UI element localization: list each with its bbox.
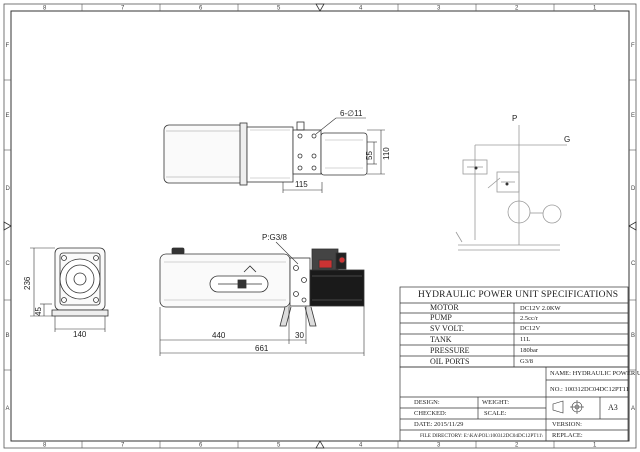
schematic-label-g: G (564, 135, 570, 144)
file-directory: FILE DIRECTORY: E:\KA\POL\100312DC04DC12… (420, 433, 543, 439)
front-view (159, 247, 365, 327)
row-mark-d-right: D (631, 186, 636, 192)
center-mark-left (3, 221, 12, 231)
spec-value-oil-ports: G3/8 (520, 358, 533, 365)
spec-table-title: HYDRAULIC POWER UNIT SPECIFICATIONS (418, 290, 619, 300)
top-holes-dimension: 6-∅11 (340, 109, 363, 118)
spec-label-pump: PUMP (430, 313, 452, 322)
col-mark-4: 4 (359, 6, 363, 12)
hydraulic-schematic (455, 125, 567, 251)
col-mark-2: 2 (515, 6, 519, 12)
side-width-dimension: 140 (73, 330, 87, 339)
title-block-grid (399, 366, 629, 442)
front-tank-dimension: 440 (212, 331, 226, 340)
col-mark-6: 6 (199, 6, 203, 12)
row-mark-f: F (6, 43, 10, 49)
top-view (163, 121, 368, 186)
row-mark-a: A (6, 406, 10, 412)
row-mark-c: C (6, 261, 11, 267)
col-mark-1: 1 (593, 6, 597, 12)
drawing-number: NO.: 100312DC04DC12PT11 (550, 386, 629, 393)
side-view-dimensions (30, 247, 106, 332)
checked-label: CHECKED: (414, 410, 447, 417)
top-height-outer-dimension: 110 (382, 147, 391, 160)
row-mark-e-right: E (631, 113, 635, 119)
drawing-date: DATE: 2015/11/29 (414, 421, 464, 428)
port-dimension: P:G3/8 (262, 233, 287, 242)
col-mark-8: 8 (43, 6, 47, 12)
center-mark-right (628, 221, 637, 231)
side-base-dimension: 45 (34, 307, 43, 316)
row-mark-a-right: A (631, 406, 635, 412)
spec-label-sv-volt: SV VOLT. (430, 323, 464, 333)
replace-label: REPLACE: (552, 432, 583, 439)
spec-label-tank: TANK (430, 334, 452, 344)
side-view (51, 247, 109, 317)
col-mark-1-bottom: 1 (593, 443, 597, 449)
top-view-dimensions (282, 117, 385, 193)
spec-value-pump: 2.5cc/r (520, 314, 538, 322)
row-mark-b-right: B (631, 333, 635, 339)
col-mark-3: 3 (437, 6, 441, 12)
spec-value-sv-volt: DC12V (520, 325, 541, 332)
version-label: VERSION: (552, 421, 582, 428)
front-view-dimensions (159, 241, 365, 356)
row-mark-f-right: F (631, 43, 635, 49)
spec-value-motor: DC12V 2.0KW (520, 304, 561, 312)
col-mark-5-bottom: 5 (277, 443, 281, 449)
sheet-size: A3 (608, 403, 618, 412)
schematic-label-p: P (512, 114, 517, 123)
scale-label: SCALE: (484, 410, 507, 417)
col-mark-6-bottom: 6 (199, 443, 203, 449)
weight-label: WEIGHT: (482, 399, 510, 406)
center-mark-bottom (315, 440, 325, 449)
spec-label-motor: MOTOR (430, 303, 459, 312)
drawing-name: NAME: HYDRAULIC POWER UNIT (550, 370, 640, 377)
row-mark-c-right: C (631, 261, 636, 267)
top-height-inner-dimension: 55 (365, 151, 374, 160)
center-mark-top (315, 3, 325, 12)
col-mark-7-bottom: 7 (121, 443, 125, 449)
col-mark-8-bottom: 8 (43, 443, 47, 449)
schematic-marks (474, 166, 509, 186)
spec-value-tank: 11L (520, 336, 531, 343)
col-mark-4-bottom: 4 (359, 443, 363, 449)
row-mark-b: B (6, 333, 10, 339)
col-mark-3-bottom: 3 (437, 443, 441, 449)
row-mark-d: D (6, 186, 11, 192)
col-mark-5: 5 (277, 6, 281, 12)
top-width-dimension: 115 (295, 180, 308, 189)
front-leg-dimension: 30 (295, 331, 304, 340)
side-height-dimension: 236 (23, 276, 32, 290)
spec-value-pressure: 180bar (520, 347, 539, 354)
design-label: DESIGN: (414, 399, 440, 406)
col-mark-7: 7 (121, 6, 125, 12)
spec-label-pressure: PRESSURE (430, 345, 470, 355)
front-overall-dimension: 661 (255, 344, 269, 353)
row-mark-e: E (6, 113, 10, 119)
projection-symbol (552, 400, 584, 414)
spec-label-oil-ports: OIL PORTS (430, 356, 470, 366)
col-mark-2-bottom: 2 (515, 443, 519, 449)
